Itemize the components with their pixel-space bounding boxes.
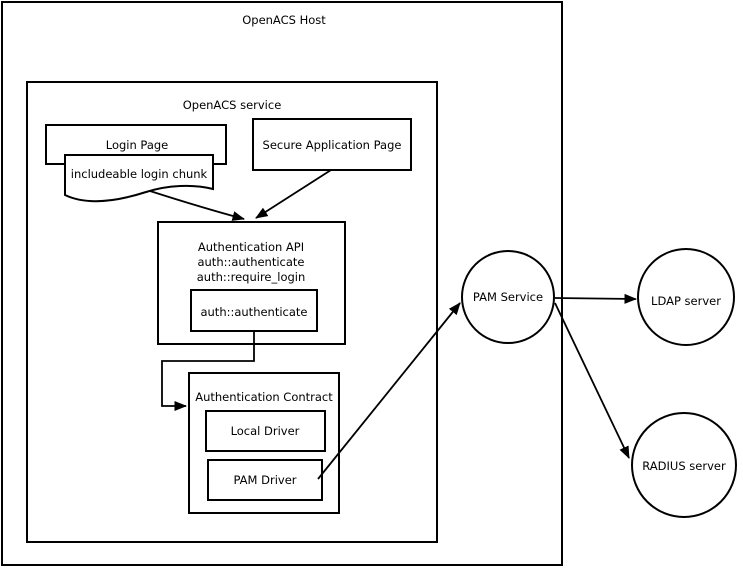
edge-pam-service-to-radius (554, 302, 630, 459)
authentication-contract-label: Authentication Contract (195, 390, 333, 404)
auth-authenticate-inner-box (190, 289, 318, 332)
authentication-api-title: Authentication API (198, 240, 304, 254)
authentication-api-fn2: auth::require_login (197, 270, 306, 284)
ldap-server-node (637, 248, 735, 346)
pam-driver-label: PAM Driver (233, 473, 296, 487)
edge-pam-driver-to-pam-service (317, 302, 461, 480)
openacs-service-label: OpenACS service (183, 98, 282, 112)
pam-service-label: PAM Service (473, 290, 543, 304)
ldap-server-label: LDAP server (651, 294, 721, 308)
pam-driver-box (207, 459, 323, 501)
edge-secure-page-to-auth-api (255, 169, 332, 219)
authentication-api-fn1: auth::authenticate (197, 255, 304, 269)
radius-server-node (631, 412, 737, 518)
edge-auth-api-to-contract (161, 331, 255, 411)
edge-login-chunk-to-auth-api (149, 190, 245, 221)
local-driver-label: Local Driver (231, 424, 300, 438)
local-driver-box (205, 410, 326, 452)
openacs-host-label: OpenACS Host (242, 13, 326, 27)
edge-pam-service-to-ldap (554, 293, 637, 304)
auth-authenticate-inner-label: auth::authenticate (200, 305, 307, 319)
pam-service-node (461, 250, 555, 344)
secure-application-page-box (252, 118, 412, 171)
includeable-login-chunk-document (64, 154, 214, 203)
login-page-label: Login Page (106, 138, 169, 152)
includeable-login-chunk-label: includeable login chunk (71, 167, 208, 181)
secure-application-page-label: Secure Application Page (263, 138, 402, 152)
radius-server-label: RADIUS server (642, 459, 726, 473)
